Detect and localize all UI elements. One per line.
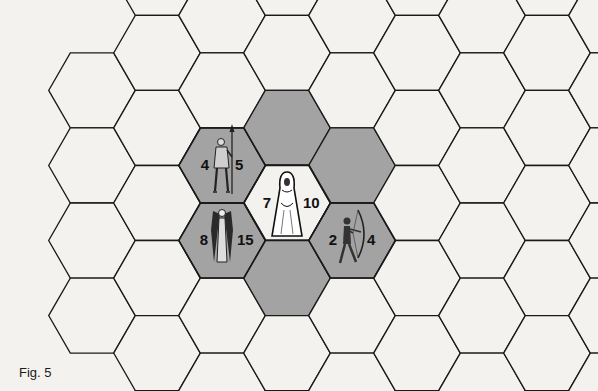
hex-cell <box>569 53 598 128</box>
attack-value: 8 <box>200 232 208 249</box>
hex-cell <box>569 128 598 203</box>
defense-value: 10 <box>303 195 320 212</box>
attack-value: 2 <box>329 232 337 249</box>
robed-figure <box>272 172 302 236</box>
spearman-figure <box>213 124 235 194</box>
figure-caption: Fig. 5 <box>19 366 52 380</box>
defense-value: 15 <box>237 232 254 249</box>
hex-cell <box>569 278 598 353</box>
hex-cell <box>569 203 598 278</box>
defense-value: 4 <box>367 232 375 249</box>
unit-hex: 24 <box>309 203 396 278</box>
attack-value: 7 <box>263 195 271 212</box>
unit-hex: 45 <box>179 128 266 203</box>
winged-figure <box>211 210 233 263</box>
hex-outline <box>309 203 396 278</box>
unit-hex: 7 10 <box>244 165 331 240</box>
unit-hex: 8 15 <box>179 203 266 278</box>
hex-outline <box>179 128 266 203</box>
hex-cell <box>569 353 598 391</box>
hex-cell <box>569 0 598 53</box>
attack-value: 4 <box>201 157 209 174</box>
archer-figure <box>340 210 364 263</box>
defense-value: 5 <box>235 157 243 174</box>
